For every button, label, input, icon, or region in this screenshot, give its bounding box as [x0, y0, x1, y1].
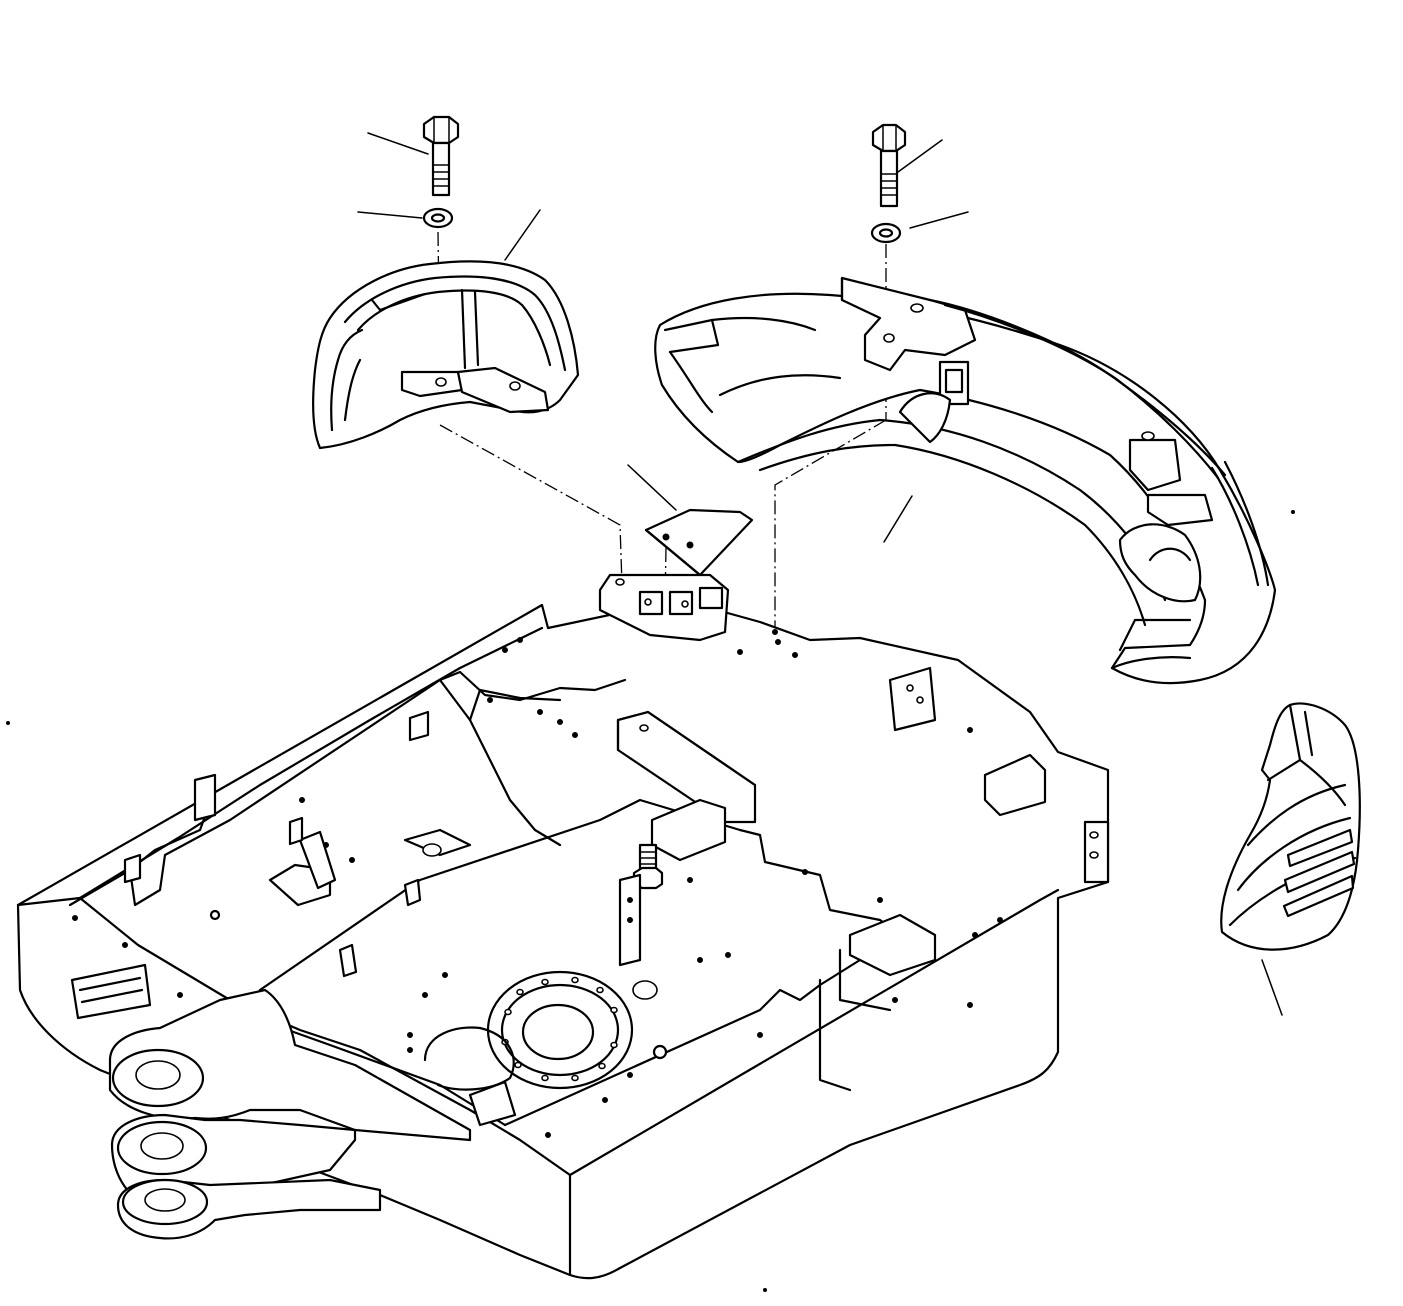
axis-rear-counterweight [774, 419, 887, 640]
leader-left-washer [357, 211, 423, 219]
right-washer-icon [870, 222, 902, 244]
left-washer-icon [422, 207, 454, 229]
left-counterweight-icon [312, 260, 580, 450]
revolving-frame-icon [16, 573, 1110, 1280]
axis-left-counterweight [439, 424, 623, 586]
side-cover-icon [1220, 702, 1361, 951]
center-plate-icon [644, 508, 754, 580]
right-bolt-icon [871, 123, 907, 208]
leader-rear-counterweight [883, 495, 913, 543]
rear-counterweight-icon [654, 276, 1277, 685]
leader-right-washer [909, 211, 969, 229]
leader-center-plate [627, 464, 677, 511]
leader-left-counterweight [504, 209, 541, 261]
scan-specks [6, 510, 1295, 1292]
leader-left-bolt [367, 132, 429, 155]
leader-right-bolt [897, 139, 943, 173]
lower-bolt-icon [632, 843, 664, 890]
leader-side-cover [1261, 959, 1283, 1016]
left-bolt-icon [422, 115, 460, 197]
